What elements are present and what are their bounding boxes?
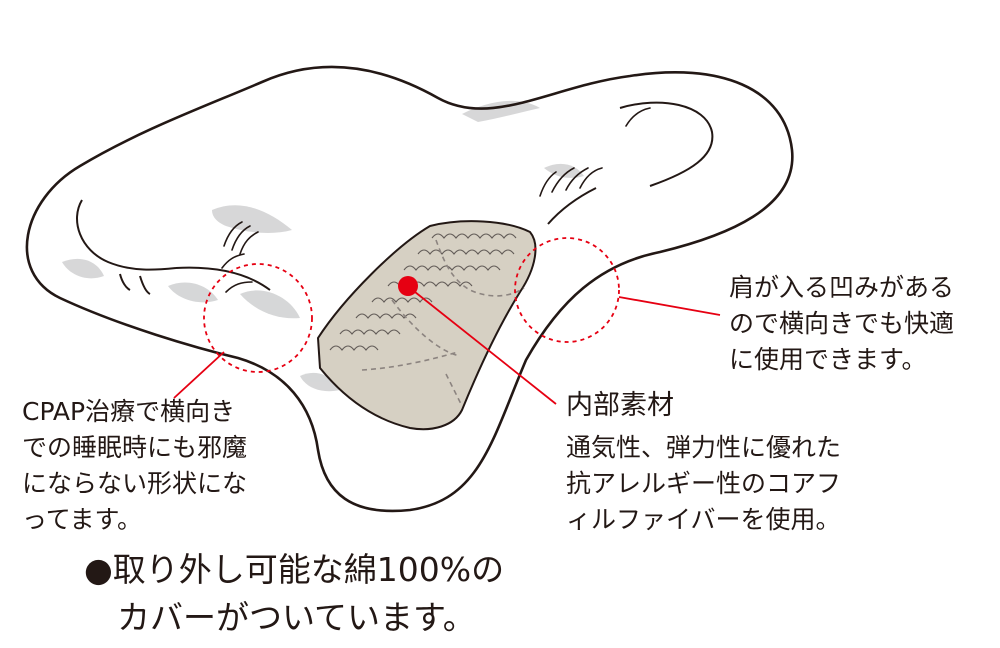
shoulder-callout-line: ので横向きでも快適 xyxy=(729,309,955,338)
cpap-callout-circle xyxy=(203,263,313,373)
shoulder-callout-line: に使用できます。 xyxy=(729,345,927,374)
cpap-callout-line: にならない形状にな xyxy=(22,469,248,498)
pillow-shading xyxy=(62,100,584,392)
material-callout-line: 抗アレルギー性のコアフ xyxy=(566,469,842,498)
cover-note-line: 取り外し可能な綿100%の xyxy=(112,550,505,589)
bullet-icon: ● xyxy=(84,550,113,589)
material-callout: 内部素材 通気性、弾力性に優れた 抗アレルギー性のコアフ ィルファイバーを使用。 xyxy=(566,388,841,538)
wrinkle-marks xyxy=(221,107,651,293)
cpap-callout-line: ってます。 xyxy=(22,505,143,534)
material-marker-dot xyxy=(398,276,418,296)
cpap-callout-line: CPAP治療で横向き xyxy=(22,397,236,426)
callout-leaders xyxy=(173,237,721,405)
cpap-callout-line: での睡眠時にも邪魔 xyxy=(22,433,248,462)
cover-note-line: カバーがついています。 xyxy=(117,598,476,637)
material-leader-line xyxy=(409,287,557,405)
material-callout-line: 通気性、弾力性に優れた xyxy=(566,433,842,462)
pillow-contours xyxy=(76,101,714,295)
material-callout-title: 内部素材 xyxy=(566,390,674,421)
shoulder-callout: 肩が入る凹みがある ので横向きでも快適 に使用できます。 xyxy=(729,270,954,378)
material-callout-line: ィルファイバーを使用。 xyxy=(566,505,841,534)
pillow-outline xyxy=(25,65,794,513)
cover-note: ● 取り外し可能な綿100%の カバーがついています。 xyxy=(84,546,504,642)
core-material xyxy=(316,220,537,431)
shoulder-leader-line xyxy=(618,296,721,316)
cpap-leader-line xyxy=(173,351,225,399)
shoulder-callout-circle xyxy=(514,237,620,343)
shoulder-callout-line: 肩が入る凹みがある xyxy=(729,273,955,302)
cpap-callout: CPAP治療で横向き での睡眠時にも邪魔 にならない形状にな ってます。 xyxy=(22,394,247,538)
